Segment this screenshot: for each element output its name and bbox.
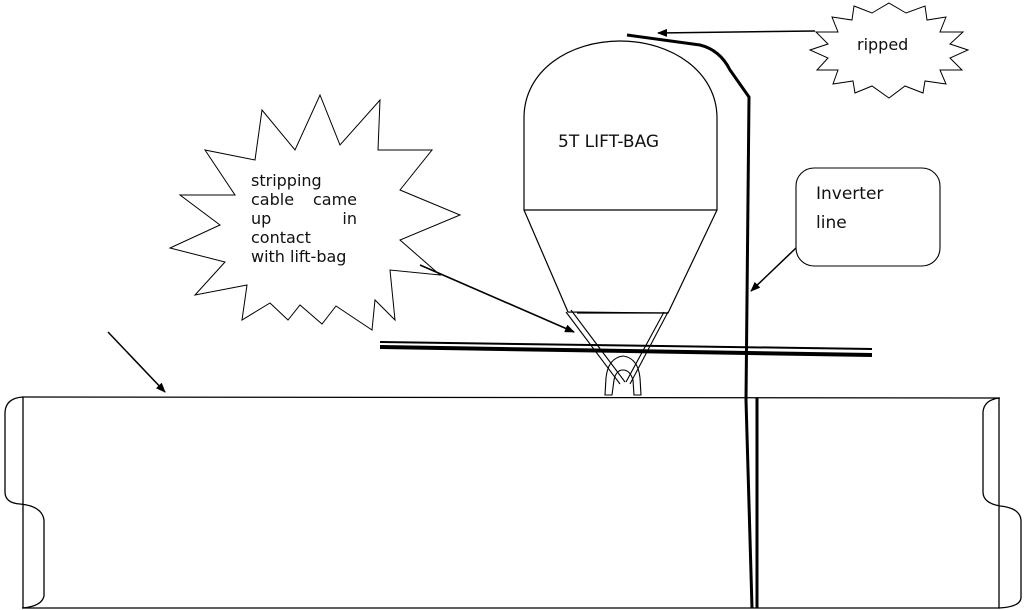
- inverter-line-line-2: line: [816, 213, 847, 233]
- stripping-cable-line-1: stripping cable came: [251, 171, 357, 209]
- inverter-line-label: Inverter line: [816, 180, 883, 238]
- inverter-line-callout: [795, 167, 941, 267]
- inverter-line-line-1: Inverter: [816, 184, 884, 204]
- ripped-label: ripped: [857, 35, 909, 54]
- inverter-line-arrow: [750, 247, 797, 292]
- stripping-cable-line-4: with lift-bag: [251, 247, 347, 266]
- pipe-arrow: [107, 331, 166, 393]
- stripping-cable: [379, 341, 873, 357]
- stripping-cable-line-3: contact: [251, 228, 311, 247]
- stripping-cable-line-2: up in: [251, 209, 357, 228]
- ripped-arrow: [657, 28, 816, 37]
- pipe: [4, 396, 1022, 609]
- stripping-cable-label: stripping cable came up in contact with …: [251, 171, 357, 266]
- shackle: [604, 355, 642, 396]
- lift-bag-label: 5T LIFT-BAG: [558, 132, 660, 152]
- stripping-cable-callout: [168, 93, 462, 331]
- stripping-cable-arrow: [419, 264, 575, 333]
- ripped-callout: [808, 2, 970, 99]
- lift-bag: [523, 40, 718, 314]
- inverter-line: [626, 33, 759, 609]
